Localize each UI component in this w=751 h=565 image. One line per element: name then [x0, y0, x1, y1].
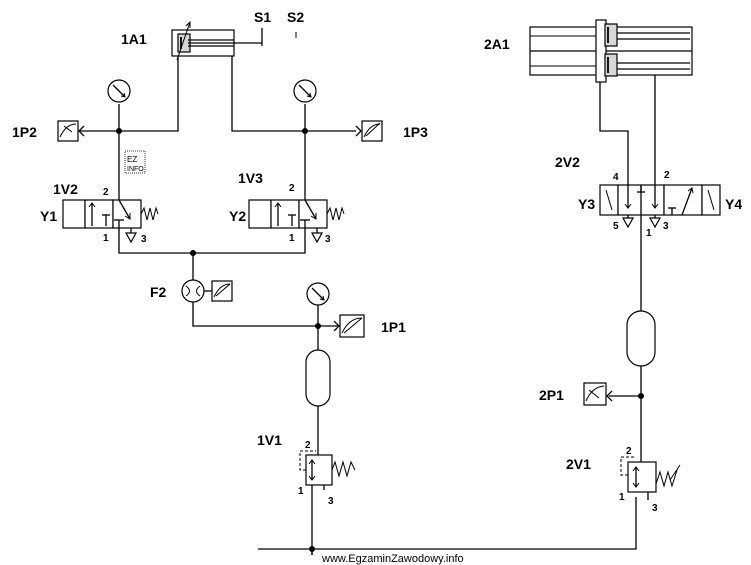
valve-1v3-port-3: 3: [325, 234, 331, 245]
supply-line-valves: [118, 228, 306, 254]
air-reservoir-right: [626, 310, 656, 367]
svg-text:INFO: INFO: [127, 166, 144, 173]
valve-1v2-port-3: 3: [141, 234, 147, 245]
sensor-s2-label: S2: [287, 9, 304, 25]
regulator-1v1-port-2: 2: [305, 440, 311, 451]
cylinder-2a1-label: 2A1: [484, 36, 510, 52]
valve-1v2-label: 1V2: [53, 181, 78, 197]
gauge-icon: [306, 282, 330, 306]
pressure-regulator-1v1: [299, 450, 356, 486]
solenoid-y4-label: Y4: [725, 196, 742, 212]
pressure-switch-1p2: [57, 120, 85, 142]
valve-1v3: [248, 199, 345, 244]
valve-1v2-port-1: 1: [103, 233, 109, 244]
line-cyl-port-a: [80, 56, 179, 132]
valve-1v2: [62, 199, 159, 244]
svg-text:EZ: EZ: [127, 155, 137, 164]
cylinder-2a1: [529, 19, 693, 83]
line-cyl2-port-a: [599, 82, 629, 185]
line-f2-to-receiver: [192, 302, 338, 327]
valve-2v2-port-3: 3: [663, 221, 669, 232]
pressure-switch-2p1: [583, 382, 613, 406]
valve-2v2: [599, 184, 721, 229]
valve-2v2-port-1: 1: [646, 228, 652, 239]
watermark: www.EgzaminZawodowy.info: [321, 553, 464, 565]
regulator-2v1-port-3: 3: [652, 503, 658, 514]
valve-2v2-port-5: 5: [613, 221, 619, 232]
air-reservoir-left: [305, 349, 331, 407]
valve-1v3-port-2: 2: [289, 183, 295, 194]
pressure-switch-2p1-label: 2P1: [539, 387, 564, 403]
gauge-icon: [107, 79, 131, 103]
pressure-switch-1p3: [355, 120, 383, 142]
pressure-switch-1p3-label: 1P3: [403, 124, 428, 140]
regulator-1v1-port-1: 1: [298, 486, 304, 497]
valve-2v2-label: 2V2: [555, 154, 580, 170]
pressure-switch-1p2-label: 1P2: [12, 124, 37, 140]
flow-sensor-f2-label: F2: [150, 284, 167, 300]
main-supply-line: [258, 497, 637, 550]
regulator-2v1-label: 2V1: [566, 456, 591, 472]
valve-1v3-port-1: 1: [289, 233, 295, 244]
gauge-icon: [293, 79, 317, 103]
valve-1v3-label: 1V3: [238, 170, 263, 186]
cylinder-1a1: [171, 20, 297, 61]
valve-2v2-port-4: 4: [613, 172, 619, 183]
valve-2v2-port-2: 2: [664, 170, 670, 181]
regulator-1v1-port-3: 3: [328, 496, 334, 507]
solenoid-y3-label: Y3: [578, 196, 595, 212]
valve-1v2-port-2: 2: [103, 187, 109, 198]
regulator-1v1-label: 1V1: [257, 432, 282, 448]
pressure-regulator-2v1: [620, 456, 681, 493]
pressure-switch-1p1: [333, 314, 365, 338]
pressure-switch-1p1-label: 1P1: [381, 319, 406, 335]
line-cyl-port-b: [231, 56, 356, 132]
regulator-2v1-port-2: 2: [626, 446, 632, 457]
solenoid-y1-label: Y1: [40, 208, 57, 224]
flow-sensor-f2: [181, 279, 233, 303]
cylinder-1a1-label: 1A1: [121, 31, 147, 47]
solenoid-y2-label: Y2: [229, 208, 246, 224]
sensor-s1-label: S1: [254, 9, 271, 25]
regulator-2v1-port-1: 1: [619, 492, 625, 503]
ez-info-logo: EZ INFO: [124, 150, 146, 174]
